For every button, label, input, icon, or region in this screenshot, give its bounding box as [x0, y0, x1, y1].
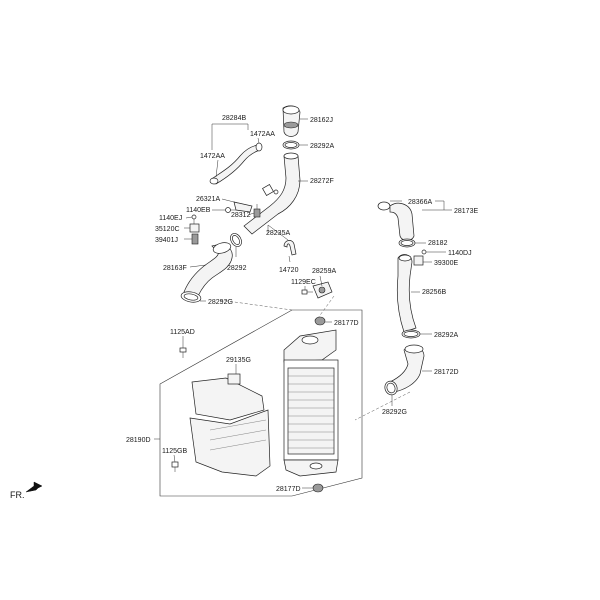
bracket-26321A: [233, 201, 253, 213]
label-1125AD: 1125AD: [170, 329, 195, 336]
intercooler-core: [283, 329, 339, 477]
label-28235A: 28235A: [266, 230, 290, 237]
label-1125GB: 1125GB: [162, 448, 187, 455]
label-39300E: 39300E: [434, 260, 458, 267]
bolt-1140EJ: [191, 214, 197, 224]
sensor-35120C: [189, 223, 200, 233]
label-28162J: 28162J: [310, 117, 333, 124]
clamp-28292G-left: [180, 291, 202, 303]
label-28292G-right: 28292G: [382, 409, 407, 416]
mount-28177D-top: [314, 316, 326, 326]
bolt-1140DJ: [421, 249, 427, 255]
label-26321A: 26321A: [196, 196, 220, 203]
label-1472AA-left: 1472AA: [200, 153, 225, 160]
label-28312: 28312: [231, 212, 251, 219]
label-1140EB: 1140EB: [186, 207, 211, 214]
front-arrow-icon: [25, 481, 43, 493]
hose-28172D: [389, 344, 425, 393]
clamp-28292A-top: [282, 140, 300, 150]
clamp-1472AA-left: [209, 177, 219, 185]
pipe-28256B: [396, 254, 417, 333]
label-1472AA-top: 1472AA: [250, 131, 275, 138]
label-28272F: 28272F: [310, 178, 334, 185]
label-1140DJ: 1140DJ: [448, 250, 472, 257]
hose-28163F: [183, 242, 233, 297]
label-28163F: 28163F: [163, 265, 187, 272]
label-28177D-top: 28177D: [334, 320, 359, 327]
label-28292A-right: 28292A: [434, 332, 458, 339]
label-14720: 14720: [279, 267, 299, 274]
hose-28162J: [282, 105, 301, 137]
bolt-1140EB: [225, 207, 236, 213]
label-1140EJ: 1140EJ: [159, 215, 182, 222]
bolt-1125GB: [171, 461, 179, 472]
label-28292G-left: 28292G: [208, 299, 233, 306]
label-28256B: 28256B: [422, 289, 446, 296]
label-35120C: 35120C: [155, 226, 180, 233]
label-28182: 28182: [428, 240, 448, 247]
air-guide-29135G: [189, 373, 271, 477]
label-39401J: 39401J: [155, 237, 178, 244]
front-direction-marker: FR.: [10, 481, 43, 500]
label-28292A-top: 28292A: [310, 143, 334, 150]
label-28292: 28292: [227, 265, 247, 272]
label-1129EC: 1129EC: [291, 279, 316, 286]
clamp-28366A: [377, 201, 391, 211]
label-28284B: 28284B: [222, 115, 246, 122]
label-28172D: 28172D: [434, 369, 459, 376]
clamp-28292A-right: [401, 329, 421, 339]
leader-lines: [154, 118, 452, 489]
hose-28173E: [389, 202, 415, 241]
clamp-28182: [398, 238, 416, 248]
label-28173E: 28173E: [454, 208, 478, 215]
hose-28284B: [212, 142, 263, 185]
pipe-28272F: [243, 152, 301, 235]
label-29135G: 29135G: [226, 357, 251, 364]
clamp-28292G-right: [384, 380, 398, 396]
sensor-28312: [253, 204, 261, 218]
hose-28235A: [283, 240, 297, 256]
part-labels: 28284B 1472AA 1472AA 28162J 28292A 28272…: [126, 115, 478, 493]
front-label: FR.: [10, 490, 25, 500]
label-28177D-bottom: 28177D: [276, 486, 301, 493]
sensor-39300E: [413, 255, 424, 266]
bolt-1125AD: [179, 347, 187, 358]
actuator-28259A: [312, 281, 333, 299]
sensor-39401J: [191, 233, 199, 245]
bolt-1129EC: [301, 289, 313, 295]
label-28366A: 28366A: [408, 199, 432, 206]
label-28190D: 28190D: [126, 437, 151, 444]
label-28259A: 28259A: [312, 268, 336, 275]
clamp-28292: [230, 233, 242, 247]
mount-28177D-bottom: [312, 483, 324, 493]
